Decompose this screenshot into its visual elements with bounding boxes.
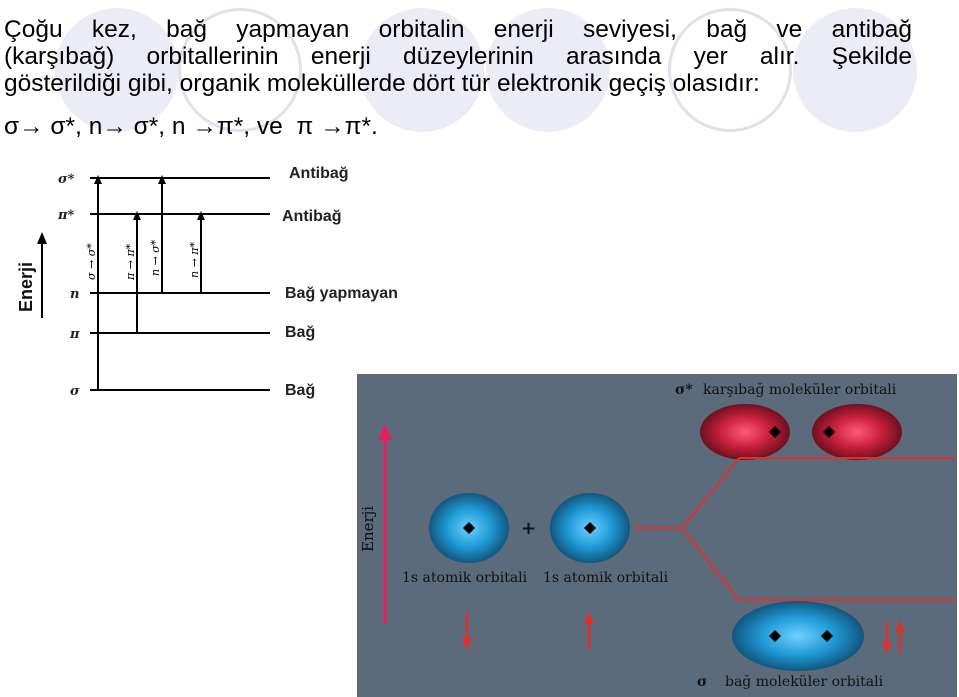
arrow-head-icon — [94, 175, 102, 184]
level-label: Bağ yapmayan — [285, 285, 398, 302]
nucleus-icon — [463, 522, 475, 534]
background-circle — [793, 8, 917, 132]
energy-level-diagram: Enerji σ* π* n π σ Antibağ Antibağ Bağ y… — [0, 152, 452, 404]
antibonding-lobe-left — [700, 404, 790, 460]
background-circle — [668, 8, 792, 132]
paragraph-line: Çoğu kez, bağ yapmayan orbitalin enerji … — [4, 16, 912, 43]
transition-label: σ → σ* — [85, 243, 98, 280]
background-circle — [55, 8, 179, 132]
atomic-orbital-label-right: 1s atomik orbitali — [543, 570, 669, 586]
transition-label: n → σ* — [149, 239, 162, 276]
nucleus-icon — [821, 630, 833, 642]
bonding-label: bağ moleküler orbitali — [725, 674, 884, 690]
transition-formula: σ→ σ*, n→ σ*, n →π*, ve π →π*. — [4, 113, 378, 140]
split-line-down — [681, 527, 740, 601]
arrow-head-icon — [462, 638, 472, 650]
level-label: Bağ — [285, 324, 315, 341]
background-circle — [360, 8, 484, 132]
antibonding-lobe-right — [812, 404, 902, 460]
level-label: Antibağ — [289, 165, 349, 182]
split-line-up — [681, 457, 740, 529]
background-circle — [486, 8, 610, 132]
arrow-head-icon — [895, 620, 905, 632]
arrow-head-icon — [882, 642, 892, 654]
background-circle — [178, 8, 302, 132]
energy-axis-label: Enerji — [16, 262, 36, 312]
nucleus-icon — [769, 630, 781, 642]
level-label: Antibağ — [282, 208, 342, 225]
arrow-head-icon — [158, 175, 166, 184]
level-symbol: σ — [70, 384, 80, 399]
antibonding-symbol: σ* — [675, 382, 693, 398]
level-symbol: n — [70, 287, 79, 302]
level-symbol: π — [69, 327, 80, 342]
energy-axis-arrow-icon — [37, 232, 47, 244]
bonding-orbital — [732, 601, 864, 671]
atomic-orbital-label-left: 1s atomik orbitali — [402, 570, 528, 586]
transition-label: π → π* — [124, 243, 137, 281]
transition-label: n → π* — [188, 241, 201, 278]
antibonding-label: karşıbağ moleküler orbitali — [703, 382, 897, 398]
level-symbol: σ* — [58, 172, 75, 187]
arrow-head-icon — [197, 211, 205, 220]
nucleus-icon — [769, 426, 781, 438]
plus-sign: + — [521, 518, 536, 539]
arrow-head-icon — [584, 612, 594, 624]
level-label: Bağ — [285, 382, 315, 399]
mo-energy-axis-label: Enerji — [359, 506, 377, 552]
nucleus-icon — [584, 522, 596, 534]
level-symbol: π* — [57, 208, 75, 223]
molecular-orbital-diagram: Enerji σ* karşıbağ moleküler orbitali + … — [357, 374, 957, 697]
bonding-symbol: σ — [697, 674, 707, 690]
paragraph-line: gösterildiği gibi, organik moleküllerde … — [4, 70, 760, 97]
nucleus-icon — [823, 426, 835, 438]
description-paragraph: Çoğu kez, bağ yapmayan orbitalin enerji … — [4, 16, 912, 97]
paragraph-line: (karşıbağ) orbitallerinin enerji düzeyle… — [4, 43, 912, 70]
arrow-head-icon — [133, 211, 141, 220]
mo-energy-axis-arrow-icon — [378, 424, 392, 440]
